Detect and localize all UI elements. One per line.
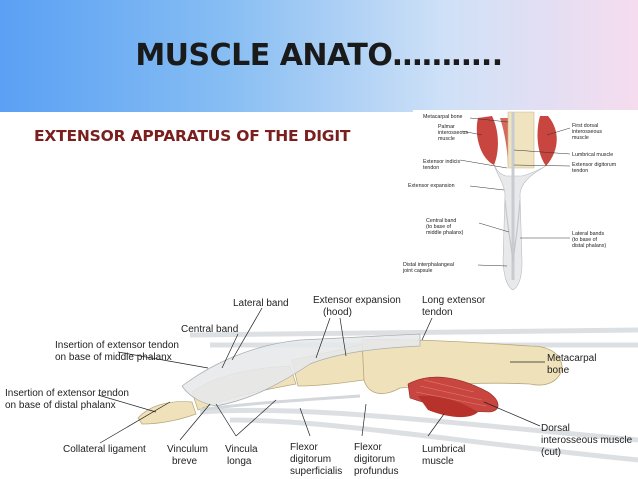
label-central-band-3: middle phalanx) — [426, 230, 464, 236]
label-lumbrical-bottom-2: muscle — [422, 456, 454, 467]
title-banner — [0, 0, 638, 112]
label-lumbrical-top: Lumbrical muscle — [572, 152, 613, 158]
lateral-band-right — [512, 199, 521, 263]
label-central-band-bottom: Central band — [181, 324, 238, 335]
label-lateral-band: Lateral band — [233, 298, 289, 309]
label-palmar-3: muscle — [438, 136, 455, 142]
extensor-hood — [181, 333, 421, 407]
label-central-band-2: (to base of — [426, 224, 452, 230]
label-extensor-expansion-2: (hood) — [323, 307, 352, 318]
label-fdp-1: Flexor — [354, 442, 382, 453]
label-central-band-1: Central band — [426, 218, 456, 224]
label-collateral-ligament: Collateral ligament — [63, 444, 146, 455]
label-dip-capsule-1: Distal interphalangeal — [403, 262, 454, 268]
label-dorsal-interosseous-3: (cut) — [541, 447, 561, 458]
label-lateral-bands-2: (to base of — [572, 237, 598, 243]
label-fdp-2: digitorum — [354, 454, 395, 465]
label-lumbrical-bottom-1: Lumbrical — [422, 444, 465, 455]
lumbrical-muscle-bottom — [418, 395, 478, 418]
label-insertion-middle-2: on base of middle phalanx — [55, 352, 172, 363]
label-dorsal-interosseous-2: interosseous muscle — [541, 435, 633, 446]
label-first-dorsal-1: First dorsal — [572, 123, 598, 129]
label-extensor-digitorum-1: Extensor digitorum — [572, 162, 617, 168]
label-metacarpal-1: Metacarpal — [547, 353, 596, 364]
label-dip-capsule-2: joint capsule — [402, 268, 432, 274]
label-fds-1: Flexor — [290, 442, 318, 453]
top-leader-lines — [459, 117, 571, 267]
label-metacarpal-bone: Metacarpal bone — [423, 114, 463, 120]
label-insertion-middle-1: Insertion of extensor tendon — [55, 340, 179, 351]
label-extensor-expansion-top: Extensor expansion — [408, 183, 455, 189]
label-palmar-1: Palmar — [438, 124, 455, 130]
label-vincula-1: Vincula — [225, 444, 258, 455]
label-lateral-bands-3: distal phalanx) — [572, 243, 606, 249]
label-metacarpal-2: bone — [547, 365, 570, 376]
bottom-leader-lines — [97, 307, 545, 444]
metacarpal-bone-bottom — [361, 339, 563, 394]
label-dorsal-interosseous-1: Dorsal — [541, 423, 570, 434]
label-extensor-indicis-2: tendon — [423, 165, 439, 171]
label-extensor-indicis-1: Extensor indicis — [423, 159, 460, 165]
label-extensor-digitorum-2: tendon — [572, 168, 588, 174]
label-vinculum-2: breve — [172, 456, 197, 467]
label-first-dorsal-2: interosseous — [572, 129, 602, 135]
bottom-figure: Lateral band Extensor expansion (hood) L… — [5, 295, 638, 477]
label-fds-2: digitorum — [290, 454, 331, 465]
label-vincula-2: longa — [227, 456, 252, 467]
label-insertion-distal-1: Insertion of extensor tendon — [5, 388, 129, 399]
slide-subtitle: EXTENSOR APPARATUS OF THE DIGIT — [34, 127, 351, 145]
label-fdp-3: profundus — [354, 466, 398, 477]
label-long-extensor-1: Long extensor — [422, 295, 486, 306]
distal-phalanx — [137, 401, 197, 425]
label-first-dorsal-3: muscle — [572, 135, 589, 141]
slide-title: MUSCLE ANATO……….. — [135, 38, 503, 73]
flexor-tendons — [199, 394, 361, 412]
label-insertion-distal-2: on base of distal phalanx — [5, 400, 116, 411]
label-vinculum-1: Vinculum — [167, 444, 208, 455]
label-lateral-bands-1: Lateral bands — [572, 231, 604, 237]
first-dorsal-interosseous-muscle — [537, 116, 557, 166]
palmar-interosseous-muscle — [476, 116, 498, 165]
muscle-fibers — [415, 379, 487, 407]
label-extensor-expansion-1: Extensor expansion — [313, 295, 401, 306]
lateral-band-left — [504, 199, 514, 263]
label-long-extensor-2: tendon — [422, 307, 453, 318]
label-palmar-2: interosseous — [438, 130, 468, 136]
label-fds-3: superficialis — [290, 466, 342, 477]
top-figure: Metacarpal bone Palmar interosseous musc… — [402, 110, 638, 291]
